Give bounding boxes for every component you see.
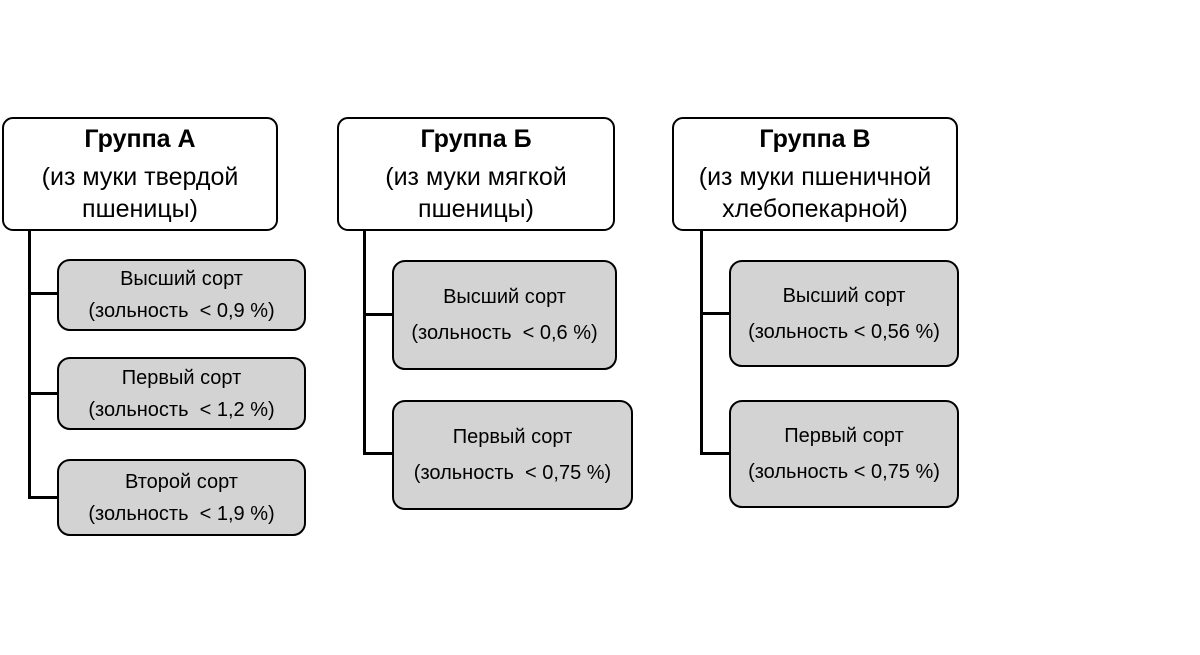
grade-name: Первый сорт: [784, 425, 904, 447]
group-b-grade-box-first: Первый сорт (зольность < 0,75 %): [392, 400, 633, 510]
group-b-connector-horizontal-line: [363, 452, 392, 455]
grade-name: Второй сорт: [125, 470, 238, 493]
grade-detail: (зольность < 0,56 %): [748, 320, 940, 343]
group-v-grade-box-highest: Высший сорт (зольность < 0,56 %): [729, 260, 959, 367]
grade-name: Высший сорт: [782, 284, 906, 307]
group-v-title: Группа В: [759, 125, 871, 153]
group-a-connector-vertical-line: [28, 231, 31, 499]
grade-name: Высший сорт: [120, 268, 243, 290]
group-v-connector-horizontal-line: [700, 312, 729, 315]
grade-detail: (зольность < 0,75 %): [748, 461, 940, 483]
group-b-connector-horizontal-line: [363, 313, 392, 316]
group-b-title: Группа Б: [420, 125, 532, 153]
group-v-grade-box-first: Первый сорт (зольность < 0,75 %): [729, 400, 959, 508]
grade-detail: (зольность < 0,75 %): [413, 462, 612, 484]
grade-detail: (зольность < 0,9 %): [88, 300, 275, 322]
group-a-connector-horizontal-line: [28, 496, 59, 499]
group-b-subtitle: (из муки мягкой пшеницы): [385, 163, 574, 223]
group-v-connector-horizontal-line: [700, 452, 729, 455]
group-b-connector-vertical-line: [363, 231, 366, 455]
group-a-connector-horizontal-line: [28, 392, 59, 395]
grade-name: Первый сорт: [121, 366, 242, 389]
group-v-subtitle: (из муки пшеничной хлебопекарной): [698, 163, 939, 223]
group-a-grade-box-highest: Высший сорт (зольность < 0,9 %): [57, 259, 306, 331]
group-a-grade-box-second: Второй сорт (зольность < 1,9 %): [57, 459, 306, 536]
group-v-box: Группа В (из муки пшеничной хлебопекарно…: [672, 117, 958, 231]
group-a-subtitle: (из муки твердой пшеницы): [41, 163, 246, 223]
group-a-title: Группа А: [84, 125, 196, 153]
group-a-box: Группа А (из муки твердой пшеницы): [2, 117, 278, 231]
grade-name: Высший сорт: [443, 286, 566, 308]
grade-name: Первый сорт: [452, 426, 573, 448]
group-a-grade-box-first: Первый сорт (зольность < 1,2 %): [57, 357, 306, 430]
grade-detail: (зольность < 1,2 %): [88, 398, 275, 421]
group-v-connector-vertical-line: [700, 231, 703, 455]
grade-detail: (зольность < 0,6 %): [411, 322, 598, 344]
group-b-box: Группа Б (из муки мягкой пшеницы): [337, 117, 615, 231]
group-b-grade-box-highest: Высший сорт (зольность < 0,6 %): [392, 260, 617, 370]
grade-detail: (зольность < 1,9 %): [88, 502, 275, 525]
group-a-connector-horizontal-line: [28, 292, 59, 295]
